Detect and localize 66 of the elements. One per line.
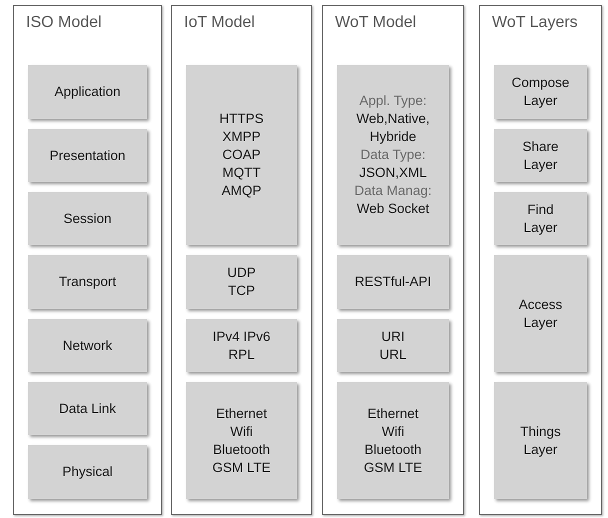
layer-box bbox=[186, 65, 297, 245]
layer-label: COAP bbox=[222, 146, 261, 164]
layer-label: XMPP bbox=[222, 128, 261, 146]
layer-label: Application bbox=[54, 83, 121, 101]
layer-box bbox=[494, 255, 587, 372]
layer-label: RESTful-API bbox=[354, 273, 432, 291]
layer-box bbox=[337, 319, 449, 372]
layer-label: URL bbox=[379, 346, 406, 364]
layer-label: MQTT bbox=[222, 164, 261, 182]
layer-label: Share Layer bbox=[521, 138, 560, 174]
layer-label: Transport bbox=[58, 273, 116, 291]
layer-label: URI bbox=[381, 328, 405, 346]
layer-label: Find Layer bbox=[522, 200, 558, 236]
layer-box bbox=[186, 255, 297, 309]
layer-label: Bluetooth bbox=[212, 440, 270, 458]
column-panel bbox=[171, 5, 312, 515]
column-panel bbox=[479, 5, 602, 515]
layer-label: HTTPS bbox=[219, 110, 264, 128]
column-title: IoT Model bbox=[184, 14, 255, 32]
field-label: Data Manag: bbox=[354, 182, 432, 200]
layer-label: Ethernet bbox=[367, 404, 419, 422]
layer-box bbox=[186, 319, 297, 372]
layer-label: Things Layer bbox=[519, 422, 562, 458]
field-value: Web,Native, Hybride bbox=[355, 110, 431, 146]
layer-box bbox=[28, 382, 147, 435]
layer-label: UDP bbox=[227, 264, 256, 282]
layer-label: TCP bbox=[228, 282, 255, 300]
layer-label: GSM LTE bbox=[212, 458, 271, 476]
layer-box bbox=[28, 65, 147, 119]
field-label: Appl. Type: bbox=[359, 92, 427, 110]
layer-box bbox=[337, 382, 449, 499]
layer-box bbox=[337, 65, 449, 245]
layer-box bbox=[494, 192, 587, 245]
layer-label: Access Layer bbox=[518, 296, 564, 332]
layer-box bbox=[28, 192, 147, 245]
layer-box bbox=[28, 255, 147, 309]
layer-box bbox=[186, 382, 297, 499]
layer-box bbox=[337, 255, 449, 309]
layer-label: Data Link bbox=[58, 400, 116, 418]
layer-label: Wifi bbox=[382, 422, 404, 440]
layer-label: Session bbox=[63, 210, 112, 228]
layer-label: Compose Layer bbox=[510, 74, 570, 110]
layer-box bbox=[494, 65, 587, 119]
layer-label: IPv4 IPv6 bbox=[212, 328, 270, 346]
field-value: Web Socket bbox=[356, 200, 430, 218]
column-panel bbox=[13, 5, 162, 515]
layer-label: Presentation bbox=[50, 146, 126, 164]
layer-label: GSM LTE bbox=[364, 458, 422, 476]
layer-box bbox=[28, 445, 147, 499]
layer-label: Bluetooth bbox=[364, 440, 422, 458]
layer-box bbox=[494, 129, 587, 182]
column-panel bbox=[322, 5, 464, 515]
layer-label: Ethernet bbox=[216, 404, 268, 422]
layer-label: AMQP bbox=[222, 182, 262, 200]
field-value: JSON,XML bbox=[359, 164, 427, 182]
layer-label: Wifi bbox=[230, 422, 253, 440]
layer-box bbox=[494, 382, 587, 499]
column-title: ISO Model bbox=[26, 14, 102, 32]
field-label: Data Type: bbox=[360, 146, 426, 164]
layer-box bbox=[28, 319, 147, 372]
layer-label: Network bbox=[62, 336, 112, 354]
column-title: WoT Model bbox=[335, 14, 416, 32]
layer-box bbox=[28, 129, 147, 182]
layer-label: Physical bbox=[62, 463, 113, 481]
column-title: WoT Layers bbox=[492, 14, 578, 32]
layer-label: RPL bbox=[228, 346, 255, 364]
